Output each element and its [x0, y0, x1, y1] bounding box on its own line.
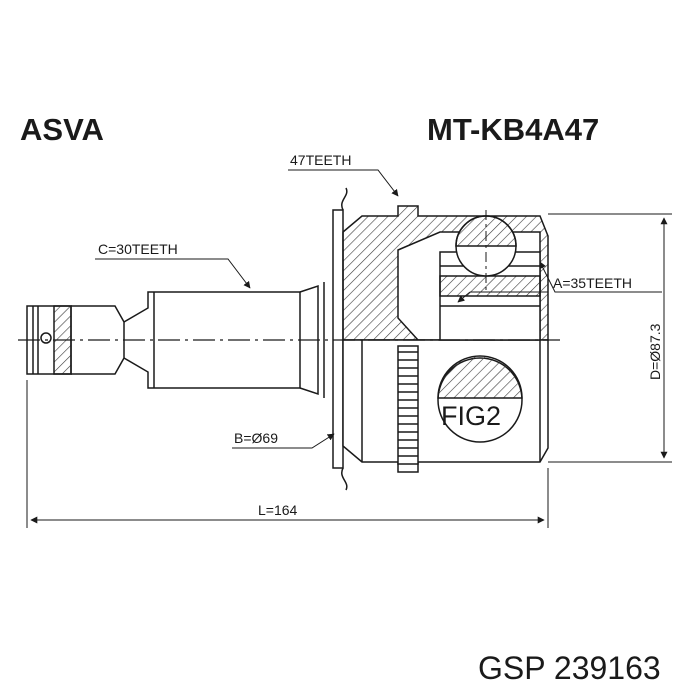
boot-flange — [332, 209, 344, 469]
figure-label: FIG2 — [441, 401, 501, 431]
inner-teeth-label: A=35TEETH — [553, 275, 632, 291]
diameter-d-label: D=Ø87.3 — [647, 323, 663, 380]
length-label: L=164 — [258, 502, 298, 518]
shaft-teeth-label: C=30TEETH — [98, 241, 178, 257]
joint-outline — [18, 169, 672, 528]
outer-teeth-label: 47TEETH — [290, 152, 351, 168]
part-number: MT-KB4A47 — [427, 112, 599, 147]
abs-ring — [397, 345, 419, 465]
diameter-b-label: B=Ø69 — [234, 430, 278, 446]
cross-reference-label: GSP 239163 — [478, 650, 661, 686]
shaft-hole — [40, 332, 52, 344]
brand-label: ASVA — [20, 112, 104, 147]
